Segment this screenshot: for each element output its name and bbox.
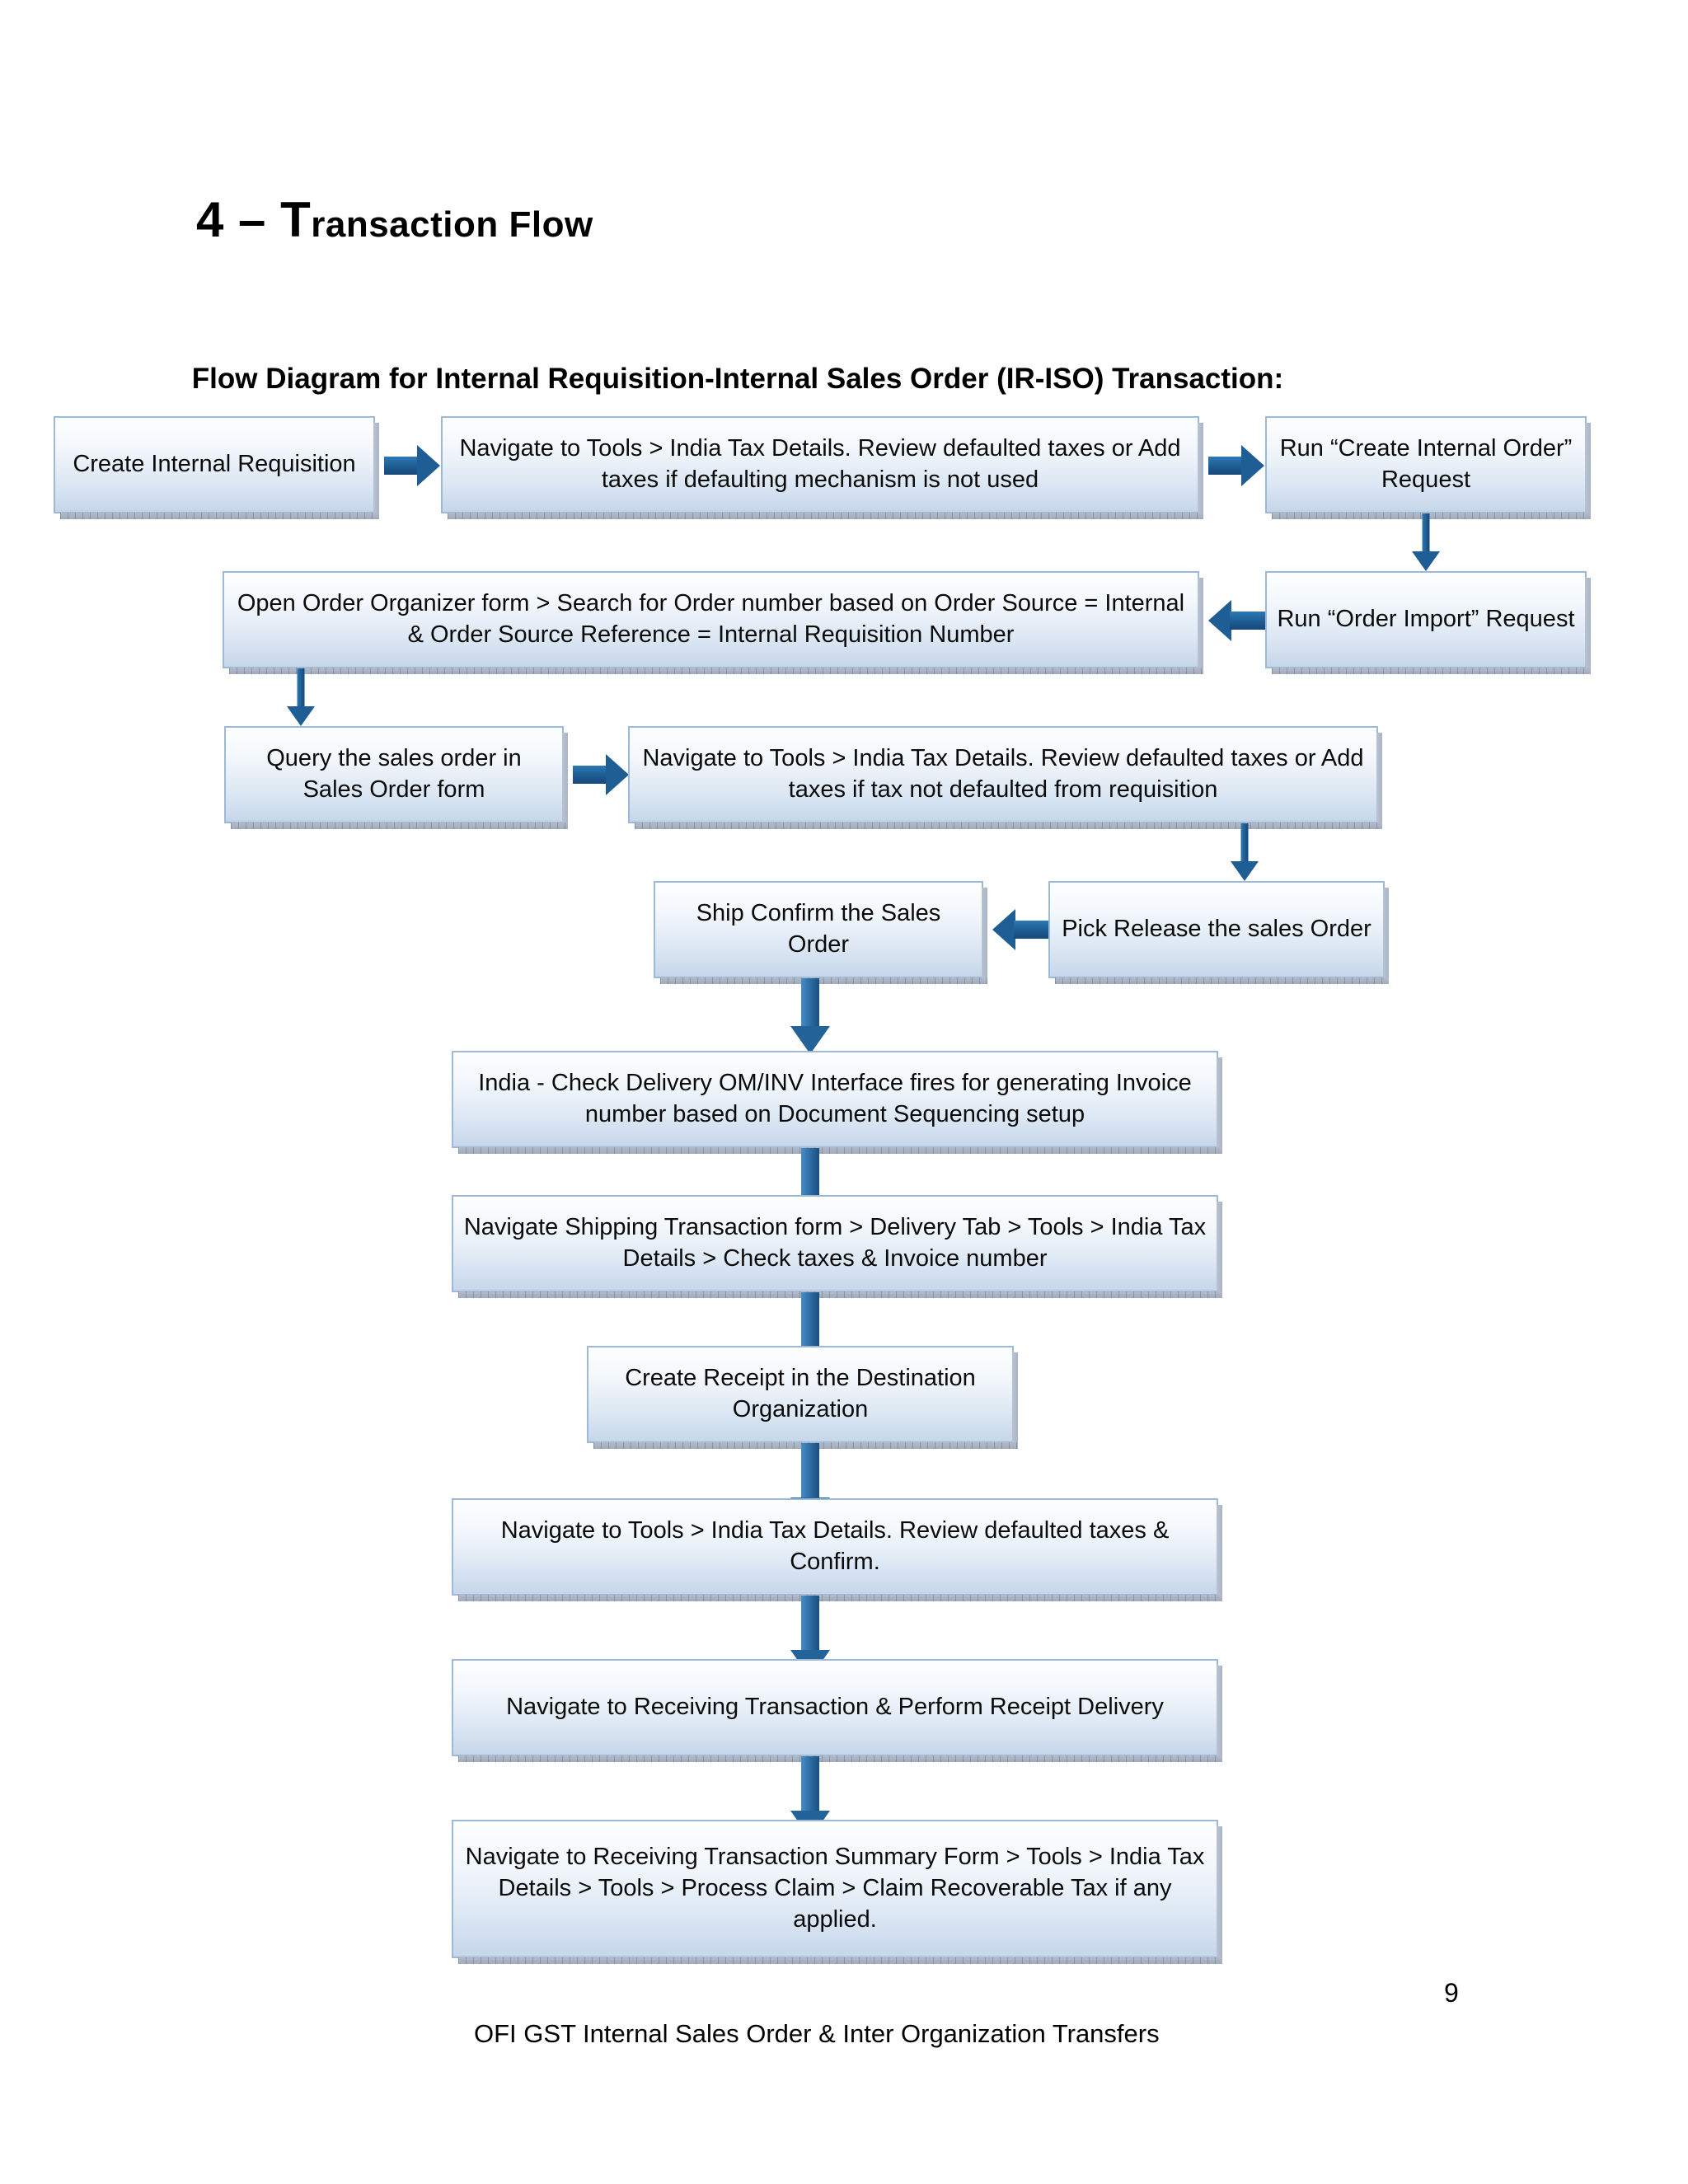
flow-node-label: Ship Confirm the Sales Order <box>696 900 941 958</box>
page-number: 9 <box>1444 1978 1459 2008</box>
flow-node-india-check-delivery-interface: India - Check Delivery OM/INV Interface … <box>452 1051 1222 1154</box>
flow-node-label: Create Receipt in the Destination Organi… <box>625 1365 976 1422</box>
flow-node-label: Navigate to Tools > India Tax Details. R… <box>459 435 1181 493</box>
arrow-shaft <box>801 1443 819 1499</box>
arrow-head <box>1412 551 1440 571</box>
arrow-shaft <box>384 457 420 475</box>
arrow-shaft <box>801 1596 819 1652</box>
arrow-head <box>1208 600 1231 641</box>
flow-node-navigate-tools-india-tax-details-sales-order: Navigate to Tools > India Tax Details. R… <box>628 726 1382 829</box>
arrow-shaft <box>1014 921 1050 939</box>
arrow-shaft <box>801 1292 819 1348</box>
flow-node-label: Navigate Shipping Transaction form > Del… <box>463 1214 1207 1272</box>
flow-node-navigate-tools-india-tax-details-requisition: Navigate to Tools > India Tax Details. R… <box>441 416 1203 519</box>
flow-node-label: Navigate to Receiving Transaction Summar… <box>465 1844 1205 1933</box>
arrow-shaft <box>1240 823 1249 863</box>
page-title-prefix: 4 – T <box>196 192 312 247</box>
arrow-n2-to-n3 <box>1208 445 1264 486</box>
flow-node-pick-release-sales-order: Pick Release the sales Order <box>1048 881 1389 984</box>
flow-node-create-receipt-destination-organization: Create Receipt in the Destination Organi… <box>587 1346 1018 1449</box>
arrow-shaft <box>1208 457 1245 475</box>
arrow-head <box>606 754 629 795</box>
flow-node-label: Navigate to Tools > India Tax Details. R… <box>642 745 1364 803</box>
flow-node-run-order-import-request: Run “Order Import” Request <box>1265 571 1591 674</box>
arrow-head <box>790 1026 830 1054</box>
arrow-head <box>1241 445 1264 486</box>
flow-node-label: Pick Release the sales Order <box>1062 916 1372 943</box>
flow-node-navigate-receiving-transaction-receipt-delivery: Navigate to Receiving Transaction & Perf… <box>452 1659 1222 1762</box>
arrow-n3-to-n4 <box>1393 513 1459 571</box>
arrow-shaft <box>1422 513 1430 555</box>
arrow-shaft <box>801 1756 819 1812</box>
page-title-rest: ransaction Flow <box>311 204 593 245</box>
flow-node-label: Run “Order Import” Request <box>1277 606 1575 633</box>
flow-node-label: Navigate to Receiving Transaction & Perf… <box>506 1694 1164 1721</box>
arrow-head <box>287 706 315 726</box>
flow-node-navigate-tools-india-tax-details-receipt: Navigate to Tools > India Tax Details. R… <box>452 1498 1222 1601</box>
flow-node-ship-confirm-sales-order: Ship Confirm the Sales Order <box>654 881 987 984</box>
arrow-head <box>1231 861 1259 881</box>
arrow-n9-to-n10 <box>765 978 856 1054</box>
flow-node-query-sales-order: Query the sales order in Sales Order for… <box>224 726 568 829</box>
flow-node-run-create-internal-order-request: Run “Create Internal Order” Request <box>1265 416 1591 519</box>
arrow-shaft <box>1230 612 1266 630</box>
arrow-head <box>417 445 440 486</box>
arrow-n5-to-n6 <box>268 668 334 726</box>
arrow-n8-to-n9 <box>992 909 1050 950</box>
flow-node-label: Navigate to Tools > India Tax Details. R… <box>500 1517 1170 1575</box>
flow-node-open-order-organizer: Open Order Organizer form > Search for O… <box>223 571 1203 674</box>
flow-diagram-title: Flow Diagram for Internal Requisition-In… <box>191 363 1284 395</box>
arrow-n6-to-n7 <box>573 754 629 795</box>
flow-node-navigate-shipping-transaction-form: Navigate Shipping Transaction form > Del… <box>452 1195 1222 1298</box>
flow-node-label: Run “Create Internal Order” Request <box>1279 435 1573 493</box>
flow-node-label: Query the sales order in Sales Order for… <box>266 745 522 803</box>
arrow-shaft <box>801 1148 819 1199</box>
flow-node-label: India - Check Delivery OM/INV Interface … <box>478 1070 1192 1127</box>
arrow-shaft <box>297 668 305 708</box>
arrow-n1-to-n2 <box>384 445 440 486</box>
footer-text: OFI GST Internal Sales Order & Inter Org… <box>474 2019 1160 2048</box>
flow-node-create-internal-requisition: Create Internal Requisition <box>54 416 379 519</box>
arrow-head <box>992 909 1015 950</box>
flow-node-navigate-receiving-transaction-summary-form: Navigate to Receiving Transaction Summar… <box>452 1820 1222 1964</box>
arrow-n4-to-n5 <box>1208 600 1266 641</box>
arrow-shaft <box>573 766 609 784</box>
arrow-shaft <box>801 978 819 1029</box>
flow-node-label: Create Internal Requisition <box>73 451 356 478</box>
flow-node-label: Open Order Organizer form > Search for O… <box>237 590 1185 648</box>
page-title: 4 – Transaction Flow <box>196 191 593 248</box>
arrow-n7-to-n8 <box>1212 823 1278 881</box>
